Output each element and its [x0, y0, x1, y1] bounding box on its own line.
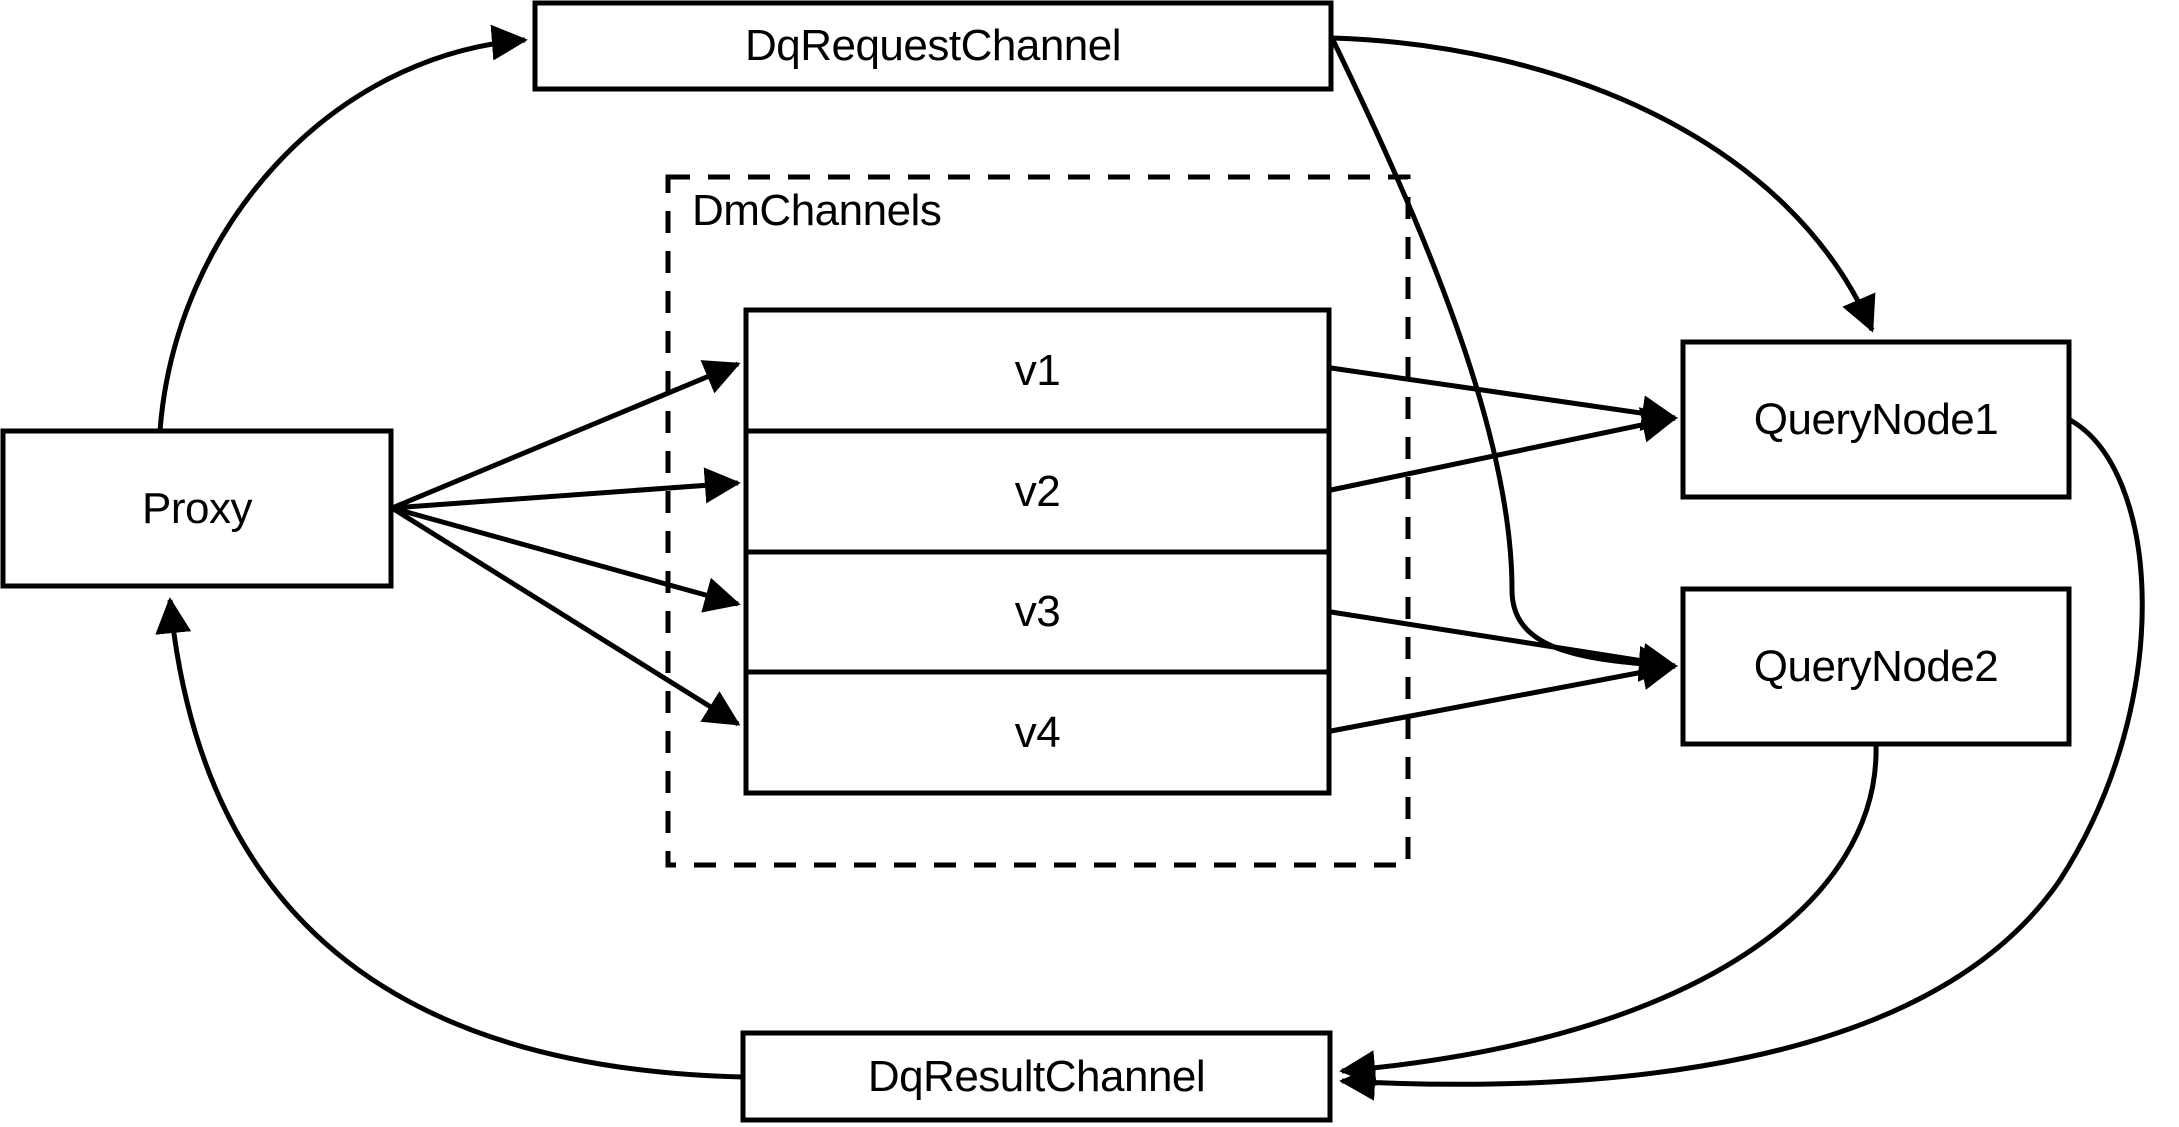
channel-row-v3[interactable] [746, 552, 1329, 672]
group-box-dm-channels [665, 174, 1411, 868]
group-label-dm-channels: DmChannels [692, 186, 942, 235]
node-proxy[interactable] [3, 431, 391, 586]
edge-query-node-1-to-dq-result-channel [1339, 417, 2145, 1101]
edge-query-node-2-to-dq-result-channel [1339, 744, 1879, 1087]
channel-row-v1[interactable] [746, 310, 1329, 431]
edge-proxy-to-v3 [391, 505, 741, 613]
node-dq-request-channel[interactable] [535, 3, 1331, 89]
edge-dq-request-channel-to-query-node-1 [1331, 35, 1876, 333]
node-box-dq-result-channel[interactable] [740, 1030, 1333, 1123]
node-dq-result-channel[interactable] [743, 1033, 1330, 1120]
edge-v1-to-query-node-1 [1330, 365, 1678, 432]
channel-row-v4[interactable] [746, 672, 1329, 793]
edge-proxy-to-v4 [390, 505, 741, 727]
edge-v2-to-query-node-1 [1330, 407, 1678, 493]
edge-proxy-to-v1 [391, 360, 741, 511]
node-box-dq-request-channel[interactable] [532, 0, 1334, 92]
node-box-query-node-1[interactable] [1680, 339, 2072, 500]
edge-v3-to-query-node-2 [1330, 609, 1678, 679]
node-box-query-node-2[interactable] [1680, 586, 2072, 747]
edge-v4-to-query-node-2 [1330, 654, 1678, 734]
node-box-proxy[interactable] [0, 428, 394, 589]
edge-proxy-to-v2 [391, 467, 741, 511]
edge-dq-request-channel-to-query-node-2 [1329, 36, 1675, 682]
channel-row-v2[interactable] [746, 431, 1329, 552]
edge-proxy-to-dq-request-channel [157, 24, 528, 432]
node-query-node-1[interactable] [1683, 342, 2069, 497]
node-query-node-2[interactable] [1683, 589, 2069, 744]
edge-dq-result-channel-to-proxy [155, 597, 744, 1080]
